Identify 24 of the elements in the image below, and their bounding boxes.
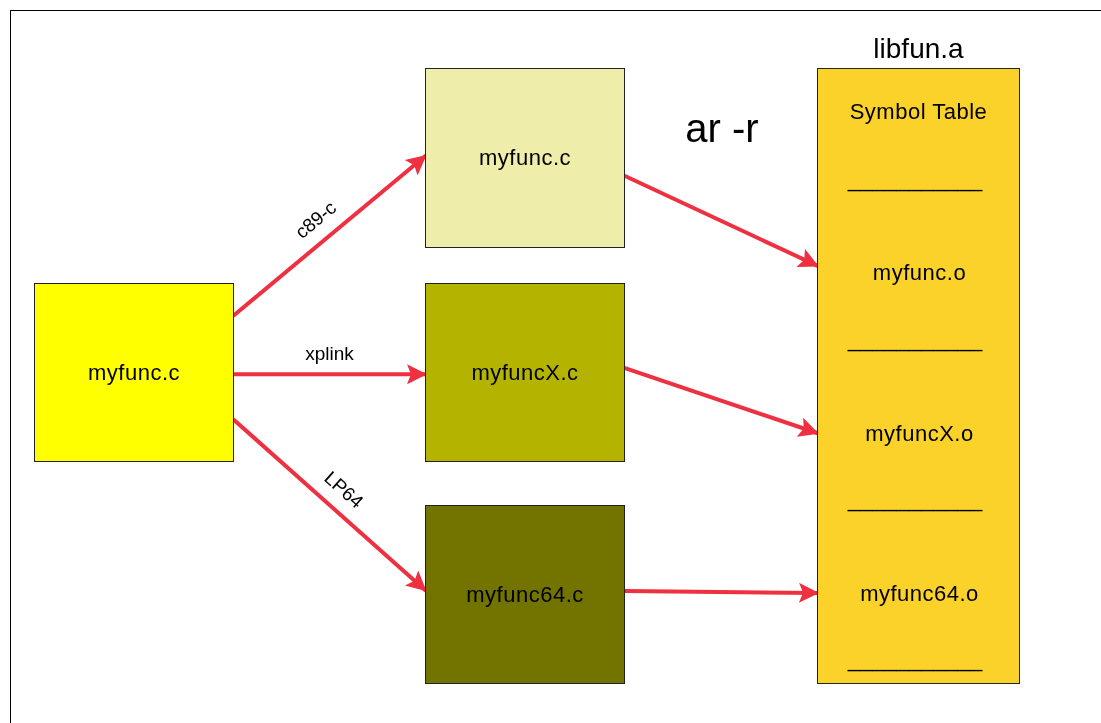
object-file-name: myfunc.o	[872, 260, 967, 286]
file-name: myfuncX.c	[471, 359, 579, 386]
separator-line: ___________	[847, 647, 983, 673]
object-file-name: myfuncX.o	[865, 421, 974, 447]
arrow	[623, 366, 819, 437]
separator-line: ___________	[847, 487, 983, 513]
file-box	[425, 68, 625, 248]
command-label: ar -r	[685, 106, 759, 150]
file-box	[425, 283, 625, 462]
archive-name: libfun.a	[872, 33, 965, 65]
separator-line: ___________	[847, 167, 983, 193]
file-box	[34, 283, 234, 462]
arrow	[623, 174, 819, 268]
arrow	[623, 582, 819, 603]
file-name: myfunc.c	[88, 359, 180, 386]
section-heading: Symbol Table	[848, 99, 989, 125]
arrow	[232, 364, 427, 385]
separator-line: ___________	[847, 327, 983, 353]
object-file-name: myfunc64.o	[860, 581, 979, 607]
file-name: myfunc.c	[479, 145, 571, 171]
arrow	[232, 417, 427, 593]
arrow	[232, 154, 427, 318]
file-name: myfunc64.c	[466, 581, 584, 608]
file-box	[425, 505, 625, 684]
